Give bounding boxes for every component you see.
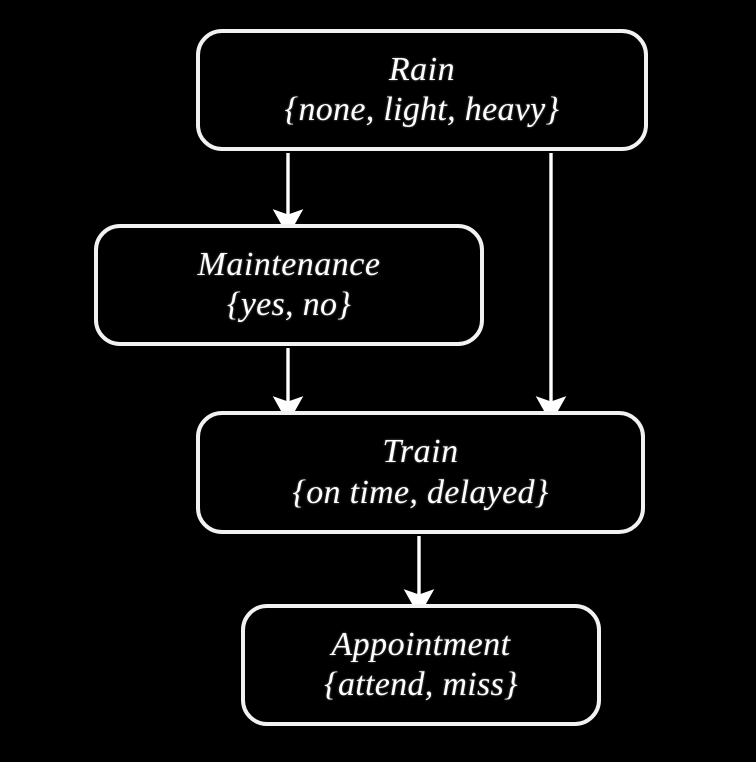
node-rain-label: Rain [388, 50, 456, 88]
node-appointment-label: Appointment [331, 625, 511, 663]
node-maintenance-values: {yes, no} [226, 286, 352, 323]
node-maintenance-label: Maintenance [197, 245, 381, 283]
node-rain-values: {none, light, heavy} [284, 91, 560, 128]
node-appointment[interactable]: Appointment {attend, miss} [241, 604, 601, 726]
node-maintenance[interactable]: Maintenance {yes, no} [94, 224, 484, 346]
node-appointment-values: {attend, miss} [324, 666, 518, 703]
node-train[interactable]: Train {on time, delayed} [196, 411, 645, 534]
node-train-values: {on time, delayed} [292, 473, 549, 511]
node-rain[interactable]: Rain {none, light, heavy} [196, 29, 648, 151]
node-train-label: Train [382, 433, 459, 471]
